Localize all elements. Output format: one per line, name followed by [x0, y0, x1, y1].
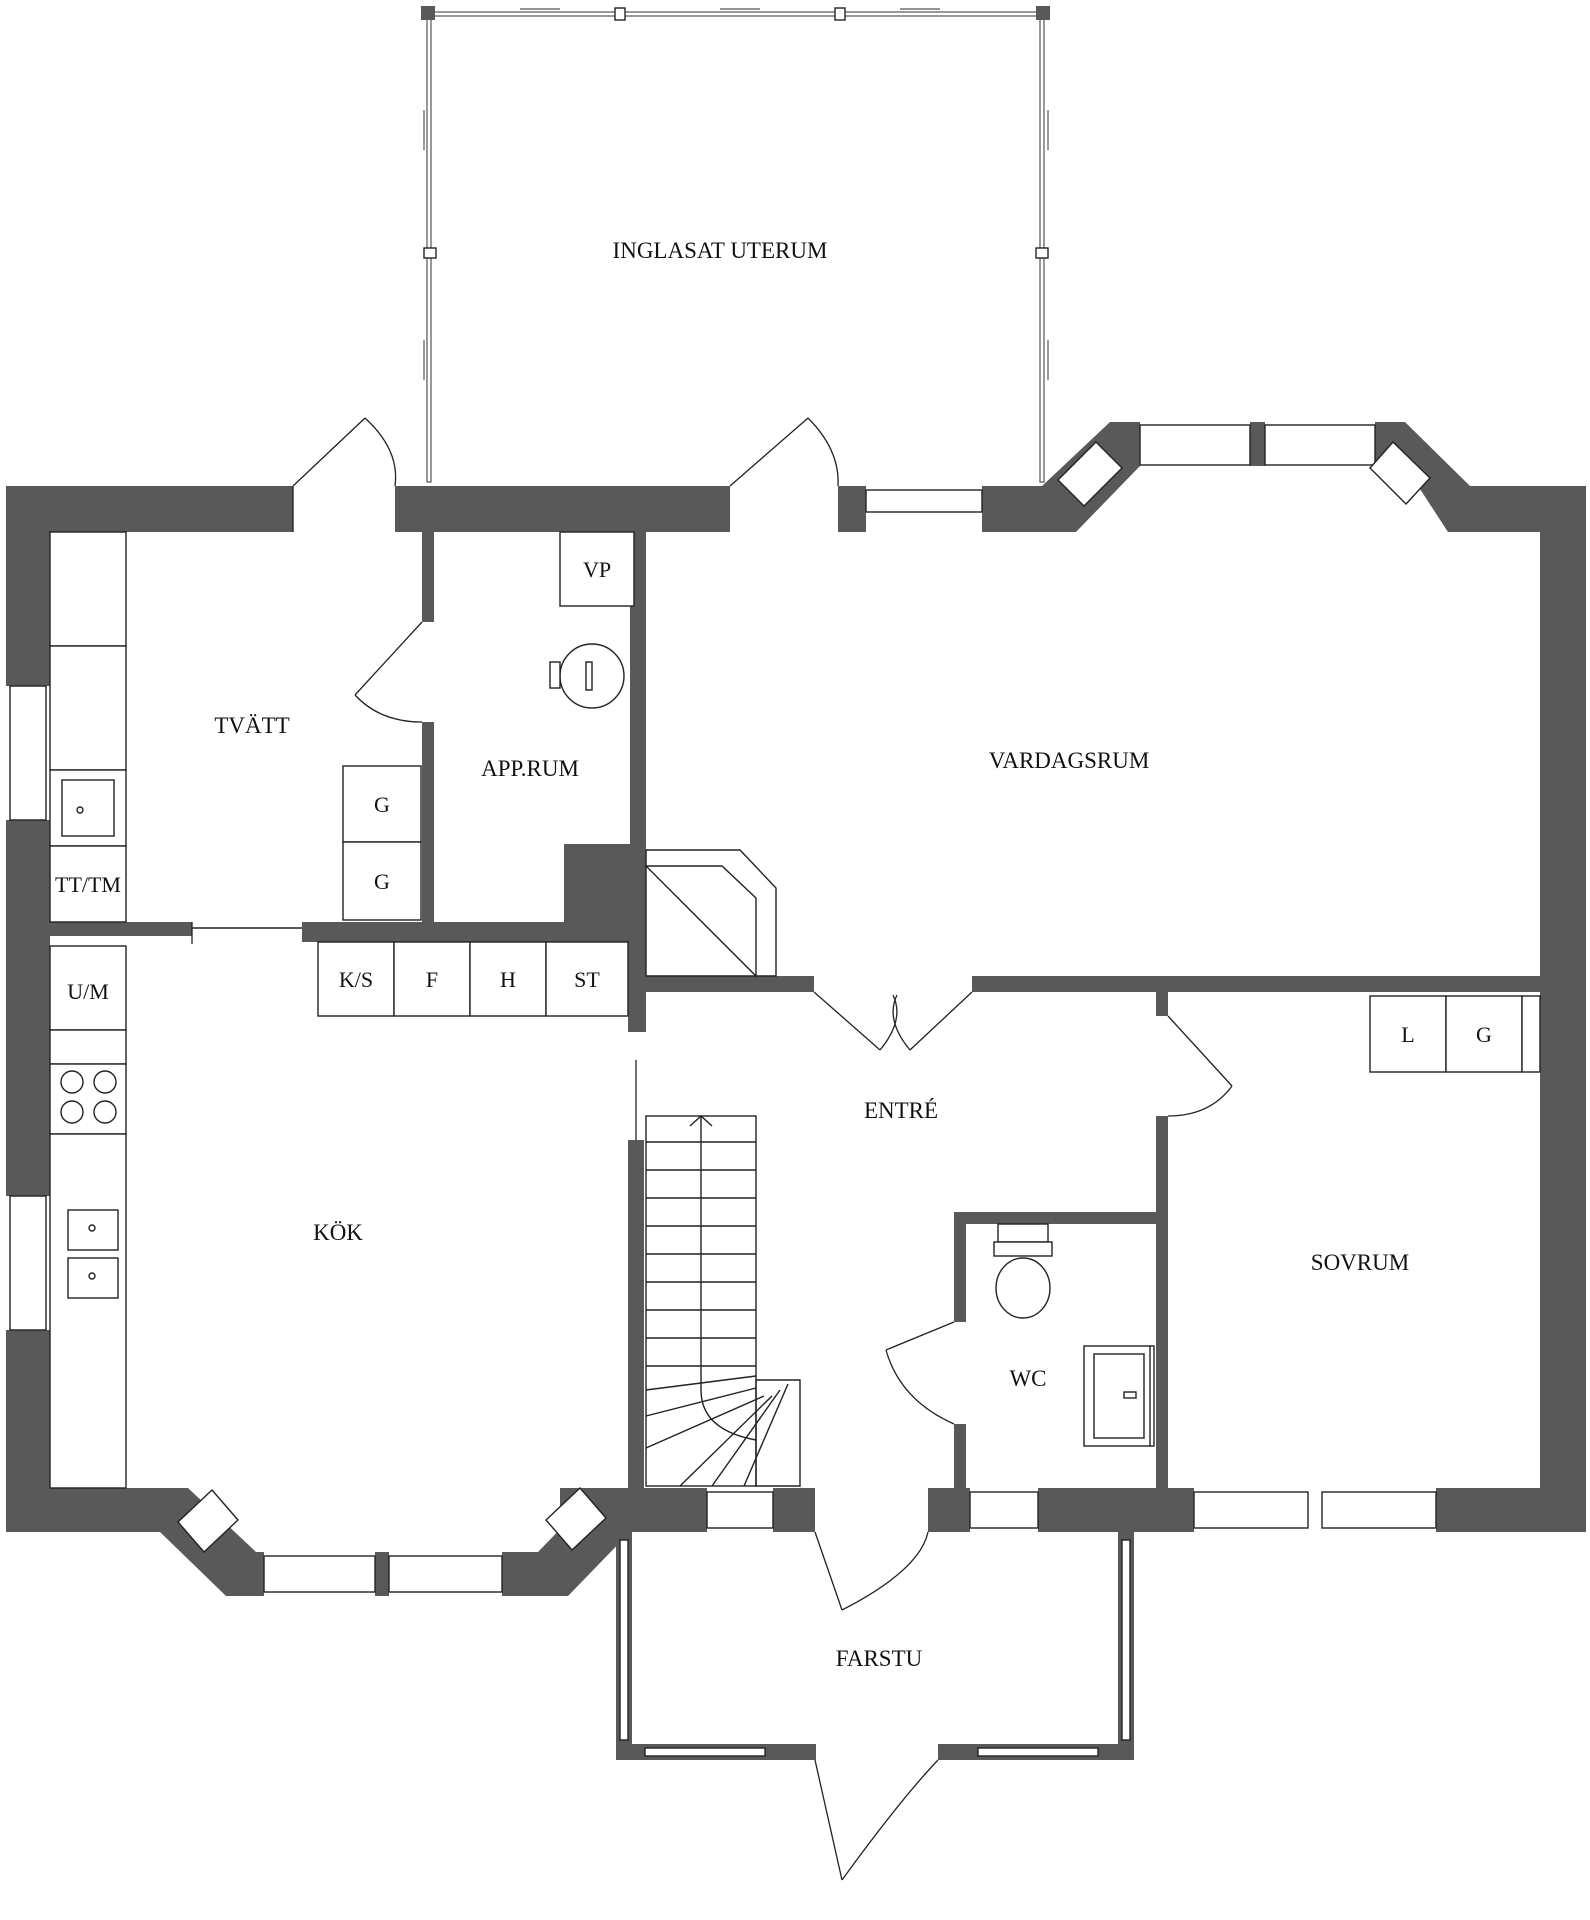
fixture-labels: VP G G TT/TM U/M K/S F H ST L G — [55, 557, 1492, 1047]
room-label-farstu: FARSTU — [836, 1646, 923, 1671]
porch — [616, 1532, 1134, 1760]
room-label-entre: ENTRÉ — [864, 1098, 938, 1123]
fixture-label-vp: VP — [583, 557, 611, 582]
fixture-label-um: U/M — [67, 979, 109, 1004]
fixture-label-f: F — [426, 967, 438, 992]
fixture-label-l: L — [1401, 1022, 1414, 1047]
laundry-fixtures — [49, 531, 422, 923]
room-label-kok: KÖK — [313, 1220, 363, 1245]
staircase[interactable] — [645, 1115, 801, 1487]
bedroom-fixtures — [1369, 995, 1541, 1073]
room-label-uterum: INGLASAT UTERUM — [613, 238, 828, 263]
windows — [9, 424, 1437, 1593]
room-label-sovrum: SOVRUM — [1311, 1250, 1409, 1275]
fixture-label-ks: K/S — [339, 967, 373, 992]
room-label-tvatt: TVÄTT — [214, 713, 289, 738]
kitchen-fixtures — [49, 941, 629, 1489]
fixture-label-g-lower: G — [374, 869, 390, 894]
room-labels: INGLASAT UTERUM TVÄTT APP.RUM VARDAGSRUM… — [214, 238, 1409, 1671]
room-label-wc: WC — [1009, 1366, 1046, 1391]
room-label-apprum: APP.RUM — [481, 756, 579, 781]
room-label-vardagsrum: VARDAGSRUM — [989, 748, 1150, 773]
outer-walls — [6, 422, 1586, 1596]
fixture-label-h: H — [500, 967, 516, 992]
wc-fixtures — [993, 1223, 1155, 1447]
doors — [191, 417, 1233, 1881]
fixture-label-tttm: TT/TM — [55, 872, 121, 897]
utility-room-fixtures — [549, 531, 635, 709]
fireplace — [644, 849, 777, 978]
fixture-label-g-bedroom: G — [1476, 1022, 1492, 1047]
fixture-label-g-upper: G — [374, 792, 390, 817]
interior-walls — [50, 532, 1540, 1488]
conservatory-glazing — [421, 6, 1050, 483]
fixture-label-st: ST — [574, 967, 600, 992]
